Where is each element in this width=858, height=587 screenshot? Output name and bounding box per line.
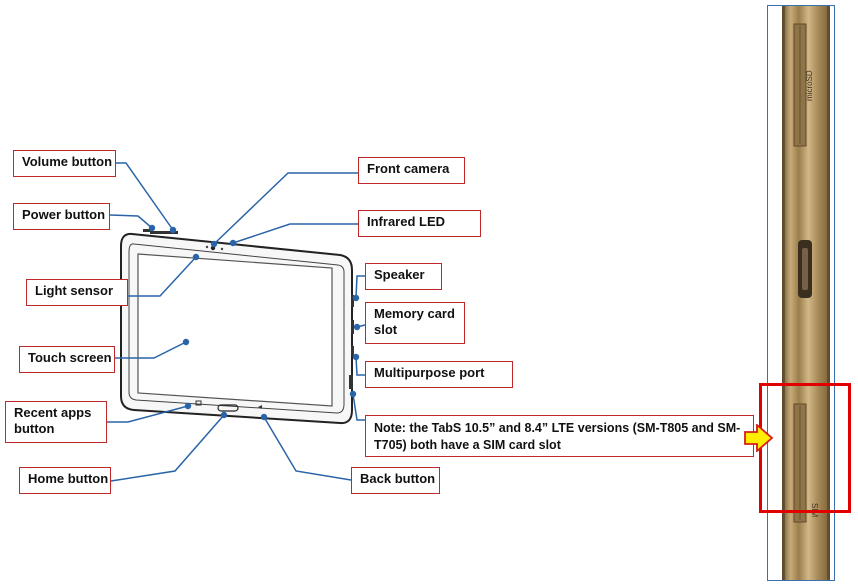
tablet-illustration — [120, 229, 354, 425]
sim-note-label: Note: the TabS 10.5” and 8.4” LTE versio… — [365, 415, 754, 457]
arrow-icon — [744, 424, 774, 452]
infrared-led-label: Infrared LED — [358, 210, 481, 237]
leader-lines — [107, 162, 366, 482]
touch-screen-label: Touch screen — [19, 346, 115, 373]
back-button-label: Back button — [351, 467, 440, 494]
light-sensor-label: Light sensor — [26, 279, 128, 306]
recent-apps-button-label: Recent apps button — [5, 401, 107, 443]
multipurpose-port-label: Multipurpose port — [365, 361, 513, 388]
home-button-label: Home button — [19, 467, 111, 494]
side-edge-photo: microSD SIM — [767, 5, 835, 581]
leader-dots — [148, 224, 361, 421]
microsd-text: microSD — [805, 70, 814, 101]
side-edge-illustration: microSD SIM — [782, 6, 830, 580]
memory-card-slot-label: Memory card slot — [365, 302, 465, 344]
power-button-label: Power button — [13, 203, 110, 230]
speaker-label: Speaker — [365, 263, 442, 290]
volume-button-label: Volume button — [13, 150, 116, 177]
front-camera-label: Front camera — [358, 157, 465, 184]
